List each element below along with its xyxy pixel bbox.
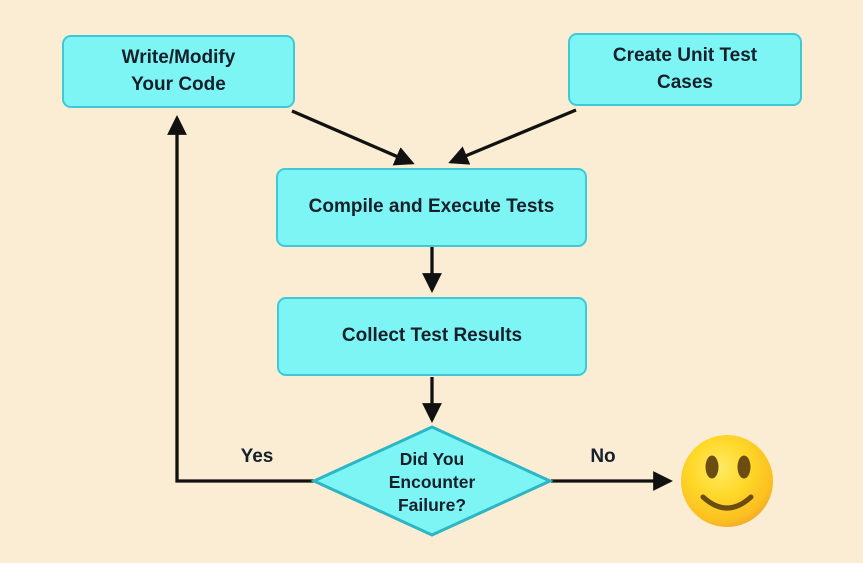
emoji-face	[681, 435, 773, 527]
node-compile-execute-tests: Compile and Execute Tests	[276, 168, 587, 247]
edge-label-no: No	[590, 446, 616, 467]
node-write-modify-code: Write/Modify Your Code	[62, 35, 295, 108]
decision-label: Did You Encounter Failure?	[388, 448, 476, 515]
node-collect-test-results: Collect Test Results	[277, 297, 587, 376]
slightly-smiling-face-emoji	[681, 435, 773, 527]
emoji-left-eye	[705, 455, 719, 479]
node-create-unit-test-cases: Create Unit Test Cases	[568, 33, 802, 106]
edge-write-to-compile	[291, 109, 415, 166]
edge-label-yes: Yes	[240, 446, 274, 467]
emoji-right-eye	[737, 455, 751, 479]
edge-create-to-compile	[448, 108, 577, 165]
edge-decision-yes-loop	[167, 115, 314, 483]
decision-diamond	[310, 425, 554, 537]
emoji-smile	[700, 494, 754, 511]
